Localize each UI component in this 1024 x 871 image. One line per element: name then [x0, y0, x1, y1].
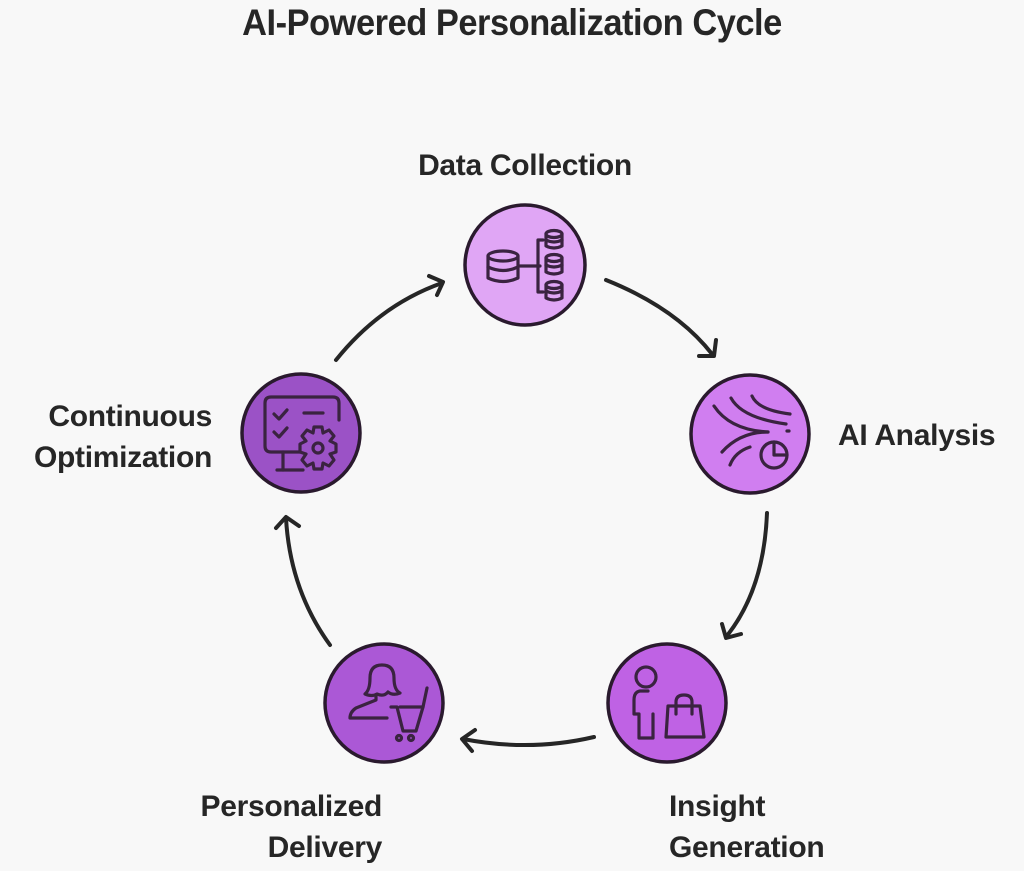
- label-insight-generation: Insight Generation: [669, 786, 825, 868]
- database-icon: [486, 228, 564, 302]
- flow-arrows: [274, 274, 769, 753]
- arrow-personalized-delivery-to-continuous-optimization: [274, 515, 332, 647]
- label-line: AI Analysis: [838, 419, 996, 452]
- data-flow-analytics-icon: [712, 394, 792, 470]
- label-line: Generation: [669, 831, 825, 864]
- node-ai-analysis: [689, 373, 811, 495]
- label-line: Personalized: [200, 790, 383, 823]
- monitor-checklist-gear-icon: [263, 395, 341, 472]
- label-line: Data Collection: [418, 149, 632, 182]
- label-line: Optimization: [33, 441, 212, 474]
- node-data-collection: [463, 203, 587, 327]
- label-personalized-delivery: Personalized Delivery: [150, 786, 383, 868]
- label-line: Continuous: [48, 400, 212, 433]
- label-ai-analysis: AI Analysis: [838, 415, 996, 456]
- label-continuous-optimization: Continuous Optimization: [0, 396, 212, 478]
- node-continuous-optimization: [240, 372, 362, 494]
- node-insight-generation: [606, 642, 728, 764]
- person-shopping-cart-icon: [348, 663, 429, 743]
- node-circle: [240, 372, 362, 494]
- node-personalized-delivery: [323, 642, 445, 764]
- label-data-collection: Data Collection: [400, 145, 650, 186]
- arrow-data-collection-to-ai-analysis: [604, 278, 718, 358]
- node-circle: [606, 642, 728, 764]
- arrow-insight-generation-to-personalized-delivery: [460, 728, 596, 753]
- arrow-continuous-optimization-to-data-collection: [334, 274, 445, 362]
- person-shopping-bag-icon: [632, 665, 706, 740]
- label-line: Insight: [669, 790, 766, 823]
- label-line: Delivery: [267, 831, 383, 864]
- arrow-ai-analysis-to-insight-generation: [720, 511, 769, 640]
- diagram-title: AI-Powered Personalization Cycle: [242, 2, 782, 43]
